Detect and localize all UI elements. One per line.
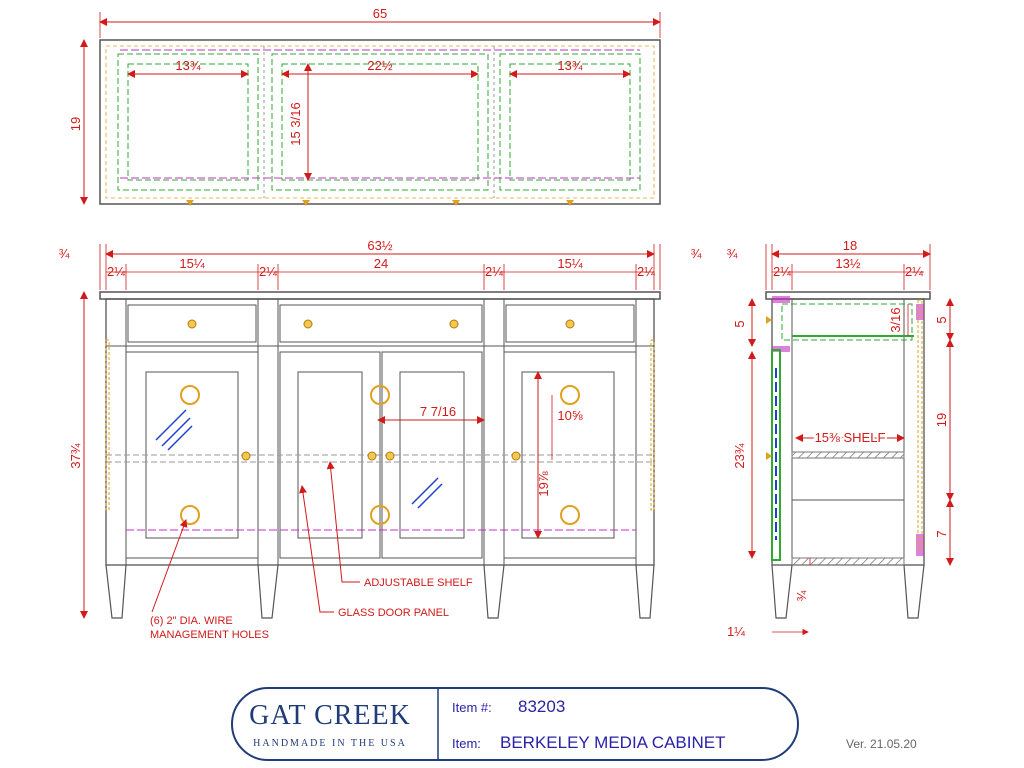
dim-shelf: 15⅜ SHELF [815, 430, 886, 445]
dim-top-panel-left: 13¾ [175, 58, 200, 73]
dim-door-opening-height: 10⅝ [557, 408, 582, 423]
brand-tagline: HANDMADE IN THE USA [253, 738, 407, 749]
note-glass-panel: GLASS DOOR PANEL [338, 607, 449, 619]
front-view [99, 291, 661, 619]
dim-top-depth: 19 [68, 117, 83, 131]
dim-top-width: 65 [373, 6, 387, 21]
dim-front-overhang-right: ¾ [691, 246, 702, 261]
dim-side-overhang: ¾ [727, 246, 738, 261]
dim-door-width: 7 7/16 [420, 404, 456, 419]
dim-front-overhang-left: ¾ [59, 246, 70, 261]
dim-front-stile-2: 2¼ [259, 264, 277, 279]
item-label: Item: [452, 736, 481, 751]
item-number: 83203 [518, 697, 565, 716]
item-name: BERKELEY MEDIA CABINET [500, 733, 725, 752]
dim-front-width: 63½ [367, 238, 392, 253]
dim-side-drawer-height-right: 5 [934, 316, 949, 323]
top-view [99, 39, 661, 206]
title-block: GAT CREEK HANDMADE IN THE USA Item #: 83… [231, 687, 799, 761]
dim-top-panel-height: 15 3/16 [288, 102, 303, 145]
dim-side-leg-setback: 1¼ [727, 624, 745, 639]
dim-front-bay-left: 15¼ [179, 256, 204, 271]
top-view-dimensions: 65 19 13¾ 22½ 13¾ 15 3/16 [68, 6, 661, 205]
dim-front-bay-right: 15¼ [557, 256, 582, 271]
dim-side-bottom: ¾ [794, 590, 809, 601]
dim-side-door-height: 23¾ [732, 443, 747, 468]
dim-side-stile-back: 2¼ [905, 264, 923, 279]
front-view-dimensions: 63½ ¾ ¾ 2¼ 15¼ 2¼ 24 2¼ 15¼ 2¼ 37¾ 7 7/1… [59, 238, 702, 619]
dim-top-panel-center: 22½ [367, 58, 392, 73]
dim-front-stile-3: 2¼ [485, 264, 503, 279]
dim-door-height: 19⅞ [536, 471, 551, 496]
dim-front-bay-center: 24 [374, 256, 388, 271]
item-number-label: Item #: [452, 700, 492, 715]
dim-front-stile-4: 2¼ [637, 264, 655, 279]
side-view-dimensions: 18 ¾ 2¼ 13½ 2¼ 5 5 3/16 23¾ 19 7 15⅜ SHE… [727, 238, 954, 639]
dim-front-height: 37¾ [68, 443, 83, 468]
note-adjustable-shelf: ADJUSTABLE SHELF [364, 577, 473, 589]
front-view-notes: (6) 2" DIA. WIRE MANAGEMENT HOLES GLASS … [150, 461, 473, 641]
dim-side-stile-front: 2¼ [773, 264, 791, 279]
dim-top-panel-right: 13¾ [557, 58, 582, 73]
dim-side-leg-height: 7 [934, 530, 949, 537]
dim-side-case-height: 19 [934, 413, 949, 427]
dim-front-stile-1: 2¼ [107, 264, 125, 279]
side-view [765, 291, 931, 619]
dim-side-drawer-depth: 3/16 [888, 307, 903, 332]
dim-side-inner: 13½ [835, 256, 860, 271]
version-label: Ver. 21.05.20 [846, 737, 917, 751]
dim-side-drawer-height: 5 [732, 320, 747, 327]
note-wire-holes-line2: MANAGEMENT HOLES [150, 629, 269, 641]
note-wire-holes-line1: (6) 2" DIA. WIRE [150, 615, 233, 627]
dim-side-depth: 18 [843, 238, 857, 253]
brand-logo: GAT CREEK [249, 700, 411, 731]
